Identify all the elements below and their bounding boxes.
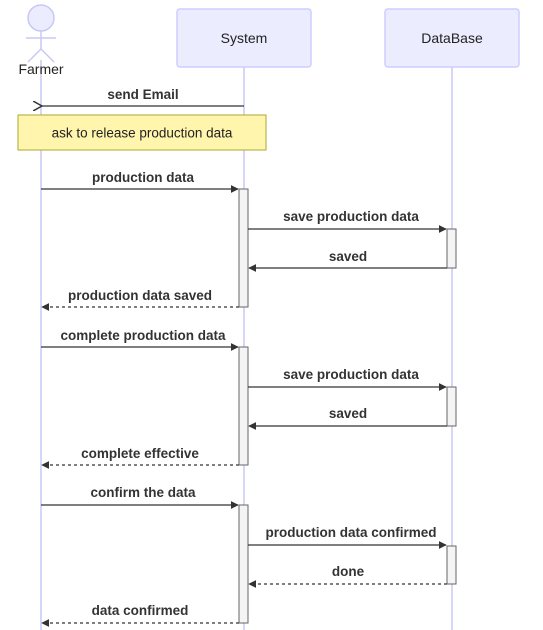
message-saved-1: saved: [248, 249, 447, 272]
farmer-actor: Farmer: [18, 4, 64, 77]
message-data-confirmed: data confirmed: [41, 603, 239, 627]
svg-text:production data: production data: [92, 170, 194, 185]
system-label: System: [221, 30, 268, 46]
system-activation-2: [238, 346, 249, 466]
svg-text:production data confirmed: production data confirmed: [265, 525, 436, 540]
system-activation-3: [238, 504, 249, 624]
svg-text:save production data: save production data: [283, 209, 419, 224]
message-confirm-the-data: confirm the data: [41, 485, 239, 509]
actor-head-icon: [27, 4, 55, 32]
message-send-email: send Email: [42, 87, 244, 106]
database-label: DataBase: [421, 30, 483, 46]
svg-text:complete effective: complete effective: [81, 446, 199, 461]
database-activation-3: [446, 545, 457, 585]
message-production-data-saved: production data saved: [41, 288, 239, 311]
message-production-data: production data: [41, 170, 239, 193]
message-production-data-confirmed: production data confirmed: [248, 525, 447, 549]
svg-text:done: done: [332, 564, 365, 579]
note: ask to release production data: [17, 114, 267, 151]
database-activation-2: [446, 386, 457, 427]
svg-text:confirm the data: confirm the data: [90, 485, 196, 500]
message-saved-2: saved: [248, 406, 447, 430]
system-participant: System: [176, 8, 312, 68]
svg-text:send Email: send Email: [107, 87, 178, 102]
system-activation-1: [238, 188, 249, 308]
database-activation-1: [446, 228, 457, 269]
svg-text:complete production data: complete production data: [60, 328, 226, 343]
note-text: ask to release production data: [52, 126, 233, 141]
svg-text:save production data: save production data: [283, 367, 419, 382]
database-participant: DataBase: [384, 8, 520, 68]
svg-text:data confirmed: data confirmed: [92, 603, 189, 618]
message-save-production-data-2: save production data: [248, 367, 447, 391]
message-complete-effective: complete effective: [41, 446, 239, 469]
svg-text:saved: saved: [329, 406, 367, 421]
message-complete-production-data: complete production data: [41, 328, 239, 351]
svg-text:saved: saved: [329, 249, 367, 264]
message-save-production-data-1: save production data: [248, 209, 447, 233]
farmer-label: Farmer: [18, 61, 63, 77]
svg-text:production data saved: production data saved: [68, 288, 212, 303]
message-done: done: [248, 564, 447, 588]
